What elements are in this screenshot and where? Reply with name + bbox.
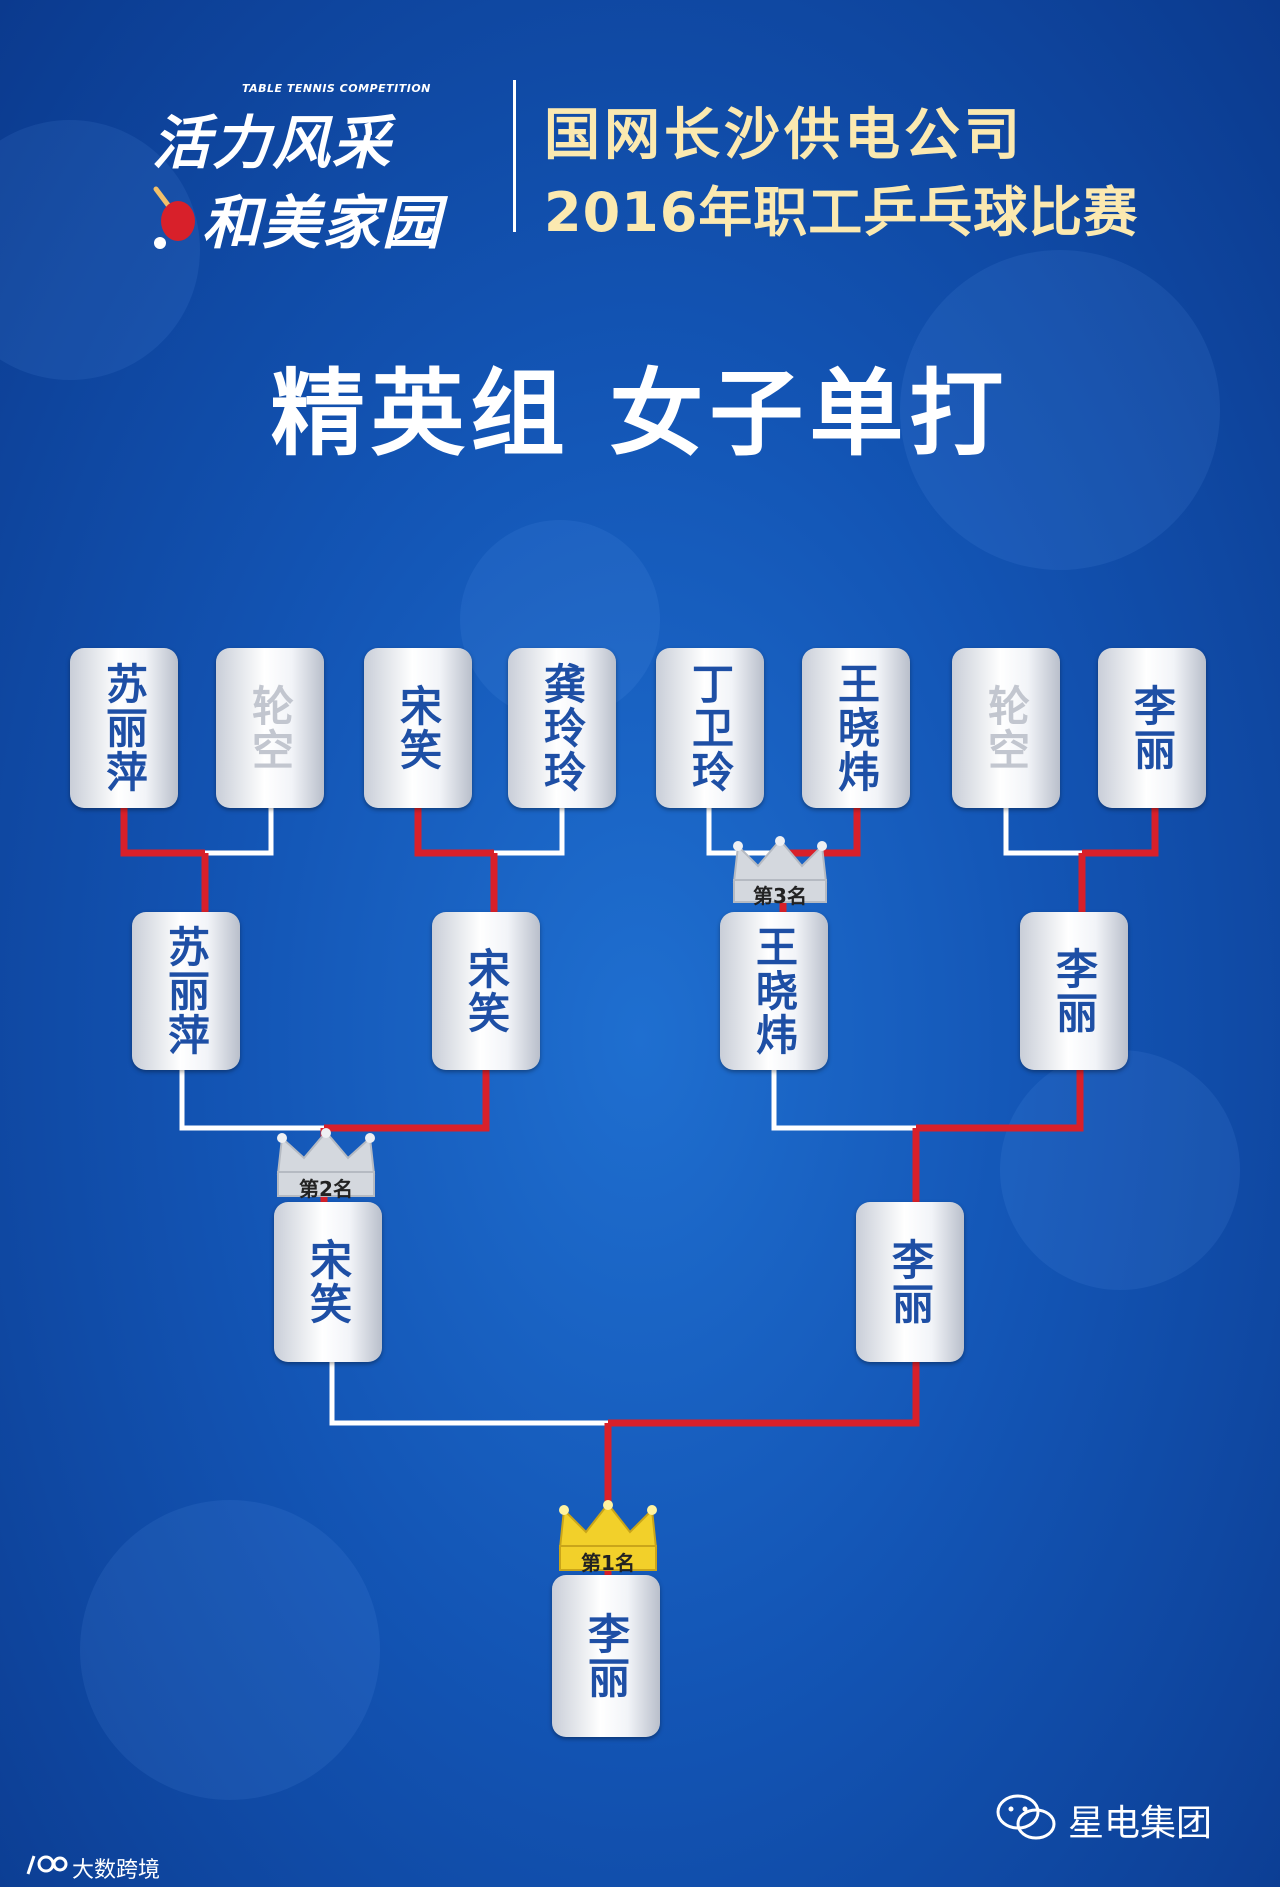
player-name: 宋笑 xyxy=(461,947,511,1035)
organization-title: 国网长沙供电公司 xyxy=(544,103,1024,168)
crown-icon xyxy=(558,1500,658,1571)
round1-card-1: 苏丽萍 xyxy=(70,648,178,808)
player-name: 轮空 xyxy=(245,684,295,772)
player-name: 李丽 xyxy=(1127,684,1177,772)
player-name: 王晓炜 xyxy=(831,662,881,794)
logo-slogan-line1: 活力风采 xyxy=(152,109,393,177)
crown-icon xyxy=(732,836,828,903)
crown-label: 第3名 xyxy=(753,884,807,908)
round1-card-5: 丁卫玲 xyxy=(656,648,764,808)
event-logo: TABLE TENNIS COMPETITION 活力风采 和美家园 xyxy=(150,78,490,258)
wechat-icon xyxy=(996,1794,1056,1840)
player-name: 苏丽萍 xyxy=(99,662,149,794)
round1-card-7: 轮空 xyxy=(952,648,1060,808)
player-name: 宋笑 xyxy=(303,1238,353,1326)
ping-pong-paddle-icon xyxy=(153,186,195,249)
round2-card-3: 王晓炜 xyxy=(720,912,828,1070)
crown-icon xyxy=(276,1128,376,1197)
crown-label: 第1名 xyxy=(581,1551,635,1575)
player-name: 苏丽萍 xyxy=(161,925,211,1057)
round1-card-6: 王晓炜 xyxy=(802,648,910,808)
first-place-crown: 第1名 xyxy=(554,1500,662,1575)
semifinal-card-1: 宋笑 xyxy=(274,1202,382,1362)
player-name: 宋笑 xyxy=(393,684,443,772)
round2-card-2: 宋笑 xyxy=(432,912,540,1070)
second-place-crown: 第2名 xyxy=(272,1128,380,1201)
round1-card-3: 宋笑 xyxy=(364,648,472,808)
round1-card-2: 轮空 xyxy=(216,648,324,808)
round1-card-8: 李丽 xyxy=(1098,648,1206,808)
player-name: 丁卫玲 xyxy=(685,662,735,794)
player-name: 李丽 xyxy=(885,1238,935,1326)
third-place-crown: 第3名 xyxy=(728,836,832,908)
player-name: 轮空 xyxy=(981,684,1031,772)
logo-slogan-line2: 和美家园 xyxy=(202,189,443,257)
crown-label: 第2名 xyxy=(299,1177,353,1201)
watermark-text: 大数跨境 xyxy=(72,1858,161,1883)
event-title: 2016年职工乒乓球比赛 xyxy=(544,181,1139,244)
final-champion-card: 李丽 xyxy=(552,1575,660,1737)
logo-subtitle: TABLE TENNIS COMPETITION xyxy=(242,82,431,95)
round2-card-1: 苏丽萍 xyxy=(132,912,240,1070)
round1-card-4: 龚玲玲 xyxy=(508,648,616,808)
player-name: 李丽 xyxy=(1049,947,1099,1035)
watermark-logo-icon xyxy=(26,1855,68,1875)
player-name: 龚玲玲 xyxy=(537,662,587,794)
player-name: 王晓炜 xyxy=(749,925,799,1057)
bracket-heading: 精英组 女子单打 xyxy=(270,360,1010,469)
semifinal-card-2: 李丽 xyxy=(856,1202,964,1362)
player-name: 李丽 xyxy=(581,1612,631,1700)
header-divider xyxy=(513,80,516,232)
footer-brand: 星电集团 xyxy=(1068,1803,1213,1844)
round2-card-4: 李丽 xyxy=(1020,912,1128,1070)
